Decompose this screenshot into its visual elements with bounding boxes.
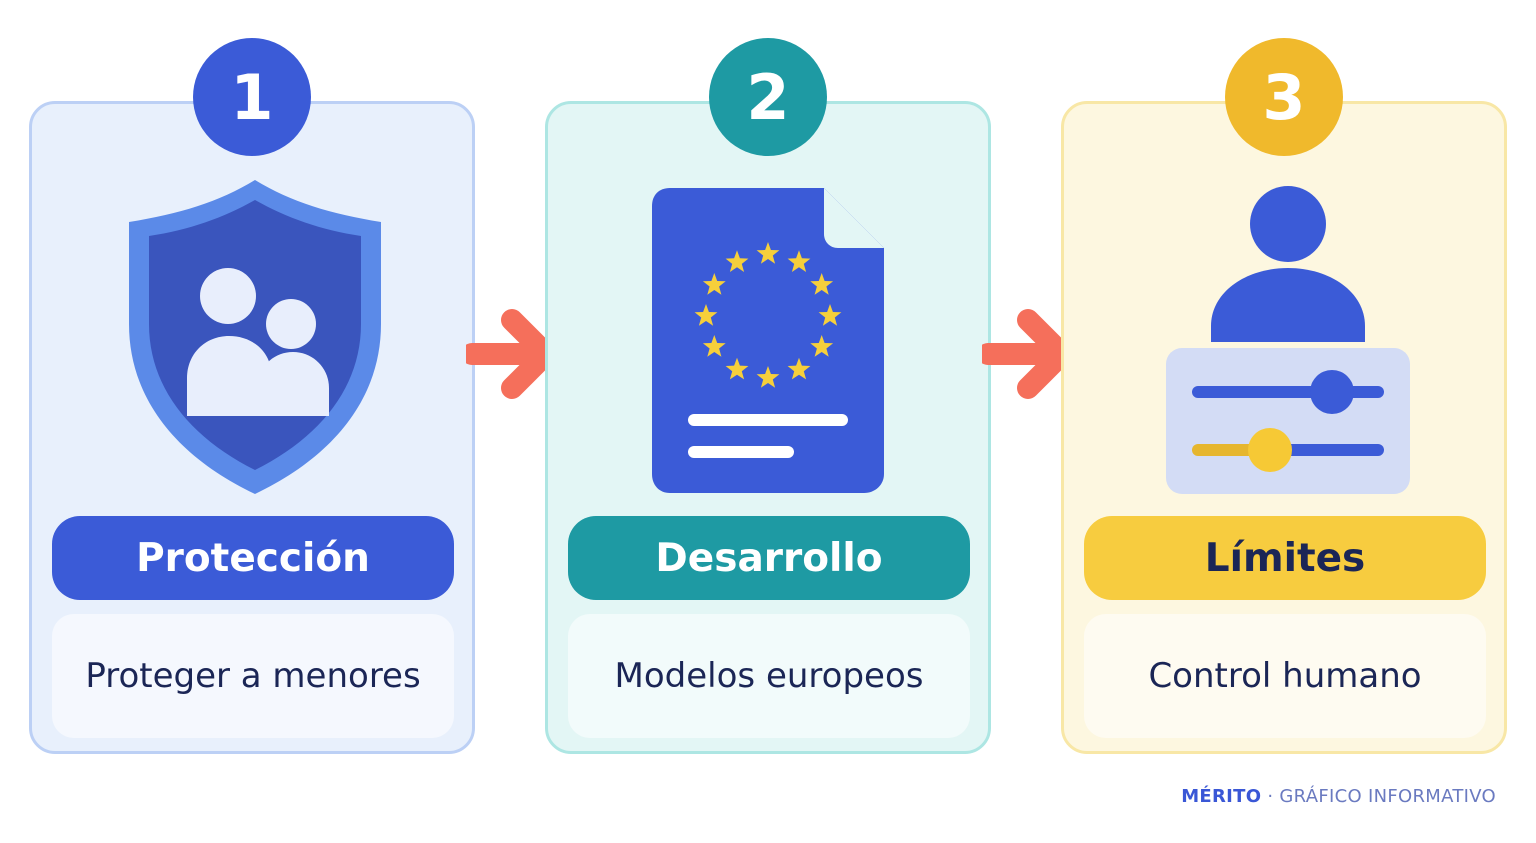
star-icon: [787, 250, 811, 272]
footer-text: GRÁFICO INFORMATIVO: [1279, 786, 1496, 807]
star-icon: [787, 357, 811, 380]
step-card-desarrollo: 2 Desarrollo Modelos europeos: [545, 38, 991, 754]
star-icon: [756, 242, 780, 264]
step-title: Desarrollo: [568, 516, 970, 600]
star-icon: [810, 273, 834, 295]
arrow-right-icon: [466, 309, 556, 399]
star-icon: [818, 304, 842, 326]
step-title: Protección: [52, 516, 454, 600]
star-icon: [702, 273, 726, 295]
eu-stars: [694, 242, 842, 388]
step-description: Modelos europeos: [568, 614, 970, 738]
footer-credit: MÉRITO · GRÁFICO INFORMATIVO: [1181, 786, 1496, 807]
star-icon: [756, 366, 780, 388]
step-card-limites: 3 Límites Control humano: [1061, 38, 1507, 754]
star-icon: [725, 357, 749, 380]
step-card-proteccion: 1 Protección Proteger a menores: [29, 38, 475, 754]
star-icon: [725, 250, 749, 272]
shield-family-icon: [129, 180, 381, 494]
footer-separator: ·: [1261, 786, 1280, 807]
star-icon: [694, 304, 718, 326]
arrow-right-icon: [982, 309, 1072, 399]
footer-brand: MÉRITO: [1181, 786, 1262, 807]
step-description: Proteger a menores: [52, 614, 454, 738]
star-icon: [810, 335, 834, 357]
step-number-badge: 2: [709, 38, 827, 156]
eu-document-icon: [652, 188, 884, 493]
step-title: Límites: [1084, 516, 1486, 600]
star-icon: [702, 335, 726, 357]
step-number-badge: 3: [1225, 38, 1343, 156]
step-description: Control humano: [1084, 614, 1486, 738]
person-controls-icon: [1166, 186, 1410, 494]
step-number-badge: 1: [193, 38, 311, 156]
